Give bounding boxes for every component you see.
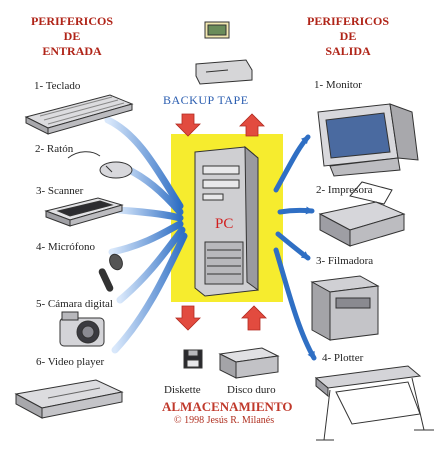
output-heading-line: DE: [339, 29, 357, 43]
output-arrows: [273, 134, 317, 361]
keyboard-icon: [24, 94, 134, 135]
output-item-film-recorder: 3- Filmadora: [316, 255, 374, 267]
storage-title: ALMACENAMIENTO: [162, 399, 293, 414]
input-heading: PERIFERICOS DE ENTRADA: [16, 14, 128, 59]
camera-icon: [59, 311, 105, 347]
pc-label: PC: [215, 216, 234, 232]
microphone-icon: [98, 253, 123, 292]
pc-tower-icon: [194, 145, 259, 297]
input-item-scanner: 3- Scanner: [36, 185, 84, 197]
video-player-icon: [14, 379, 124, 419]
credit-text: © 1998 Jesús R. Milanés: [174, 415, 275, 426]
up-arrow-icon: [239, 113, 265, 137]
output-item-plotter: 4- Plotter: [322, 352, 364, 364]
output-heading-line: SALIDA: [325, 44, 371, 58]
film-recorder-icon: [310, 275, 380, 341]
input-heading-line: PERIFERICOS: [30, 14, 113, 28]
input-heading-line: ENTRADA: [42, 44, 102, 58]
printer-icon: [318, 181, 406, 247]
output-heading: PERIFERICOS DE SALIDA: [292, 14, 404, 59]
output-item-printer: 2- Impresora: [316, 184, 373, 196]
input-item-video-player: 6- Video player: [36, 356, 105, 368]
input-heading-line: DE: [63, 29, 81, 43]
mouse-icon: [67, 151, 133, 179]
input-item-microphone: 4- Micrófono: [36, 241, 95, 253]
monitor-icon: [317, 103, 419, 177]
backup-arrows: [175, 113, 267, 331]
output-item-monitor: 1- Monitor: [314, 79, 362, 91]
backup-tape-label: BACKUP TAPE: [163, 93, 249, 107]
output-heading-line: PERIFERICOS: [306, 14, 389, 28]
plotter-icon: [314, 365, 434, 441]
diskette-label: Diskette: [164, 384, 201, 396]
input-item-camera: 5- Cámara digital: [36, 298, 113, 310]
down-arrow-icon: [175, 305, 201, 331]
scanner-icon: [44, 197, 124, 227]
hard-disk-icon: [218, 347, 280, 379]
diskette-icon: [183, 349, 203, 369]
up-arrow-icon: [241, 305, 267, 331]
hard-disk-label: Disco duro: [227, 384, 276, 396]
down-arrow-icon: [175, 113, 201, 137]
input-item-mouse: 2- Ratón: [35, 143, 74, 155]
input-item-keyboard: 1- Teclado: [34, 80, 81, 92]
backup-tape-icon: [195, 21, 253, 85]
